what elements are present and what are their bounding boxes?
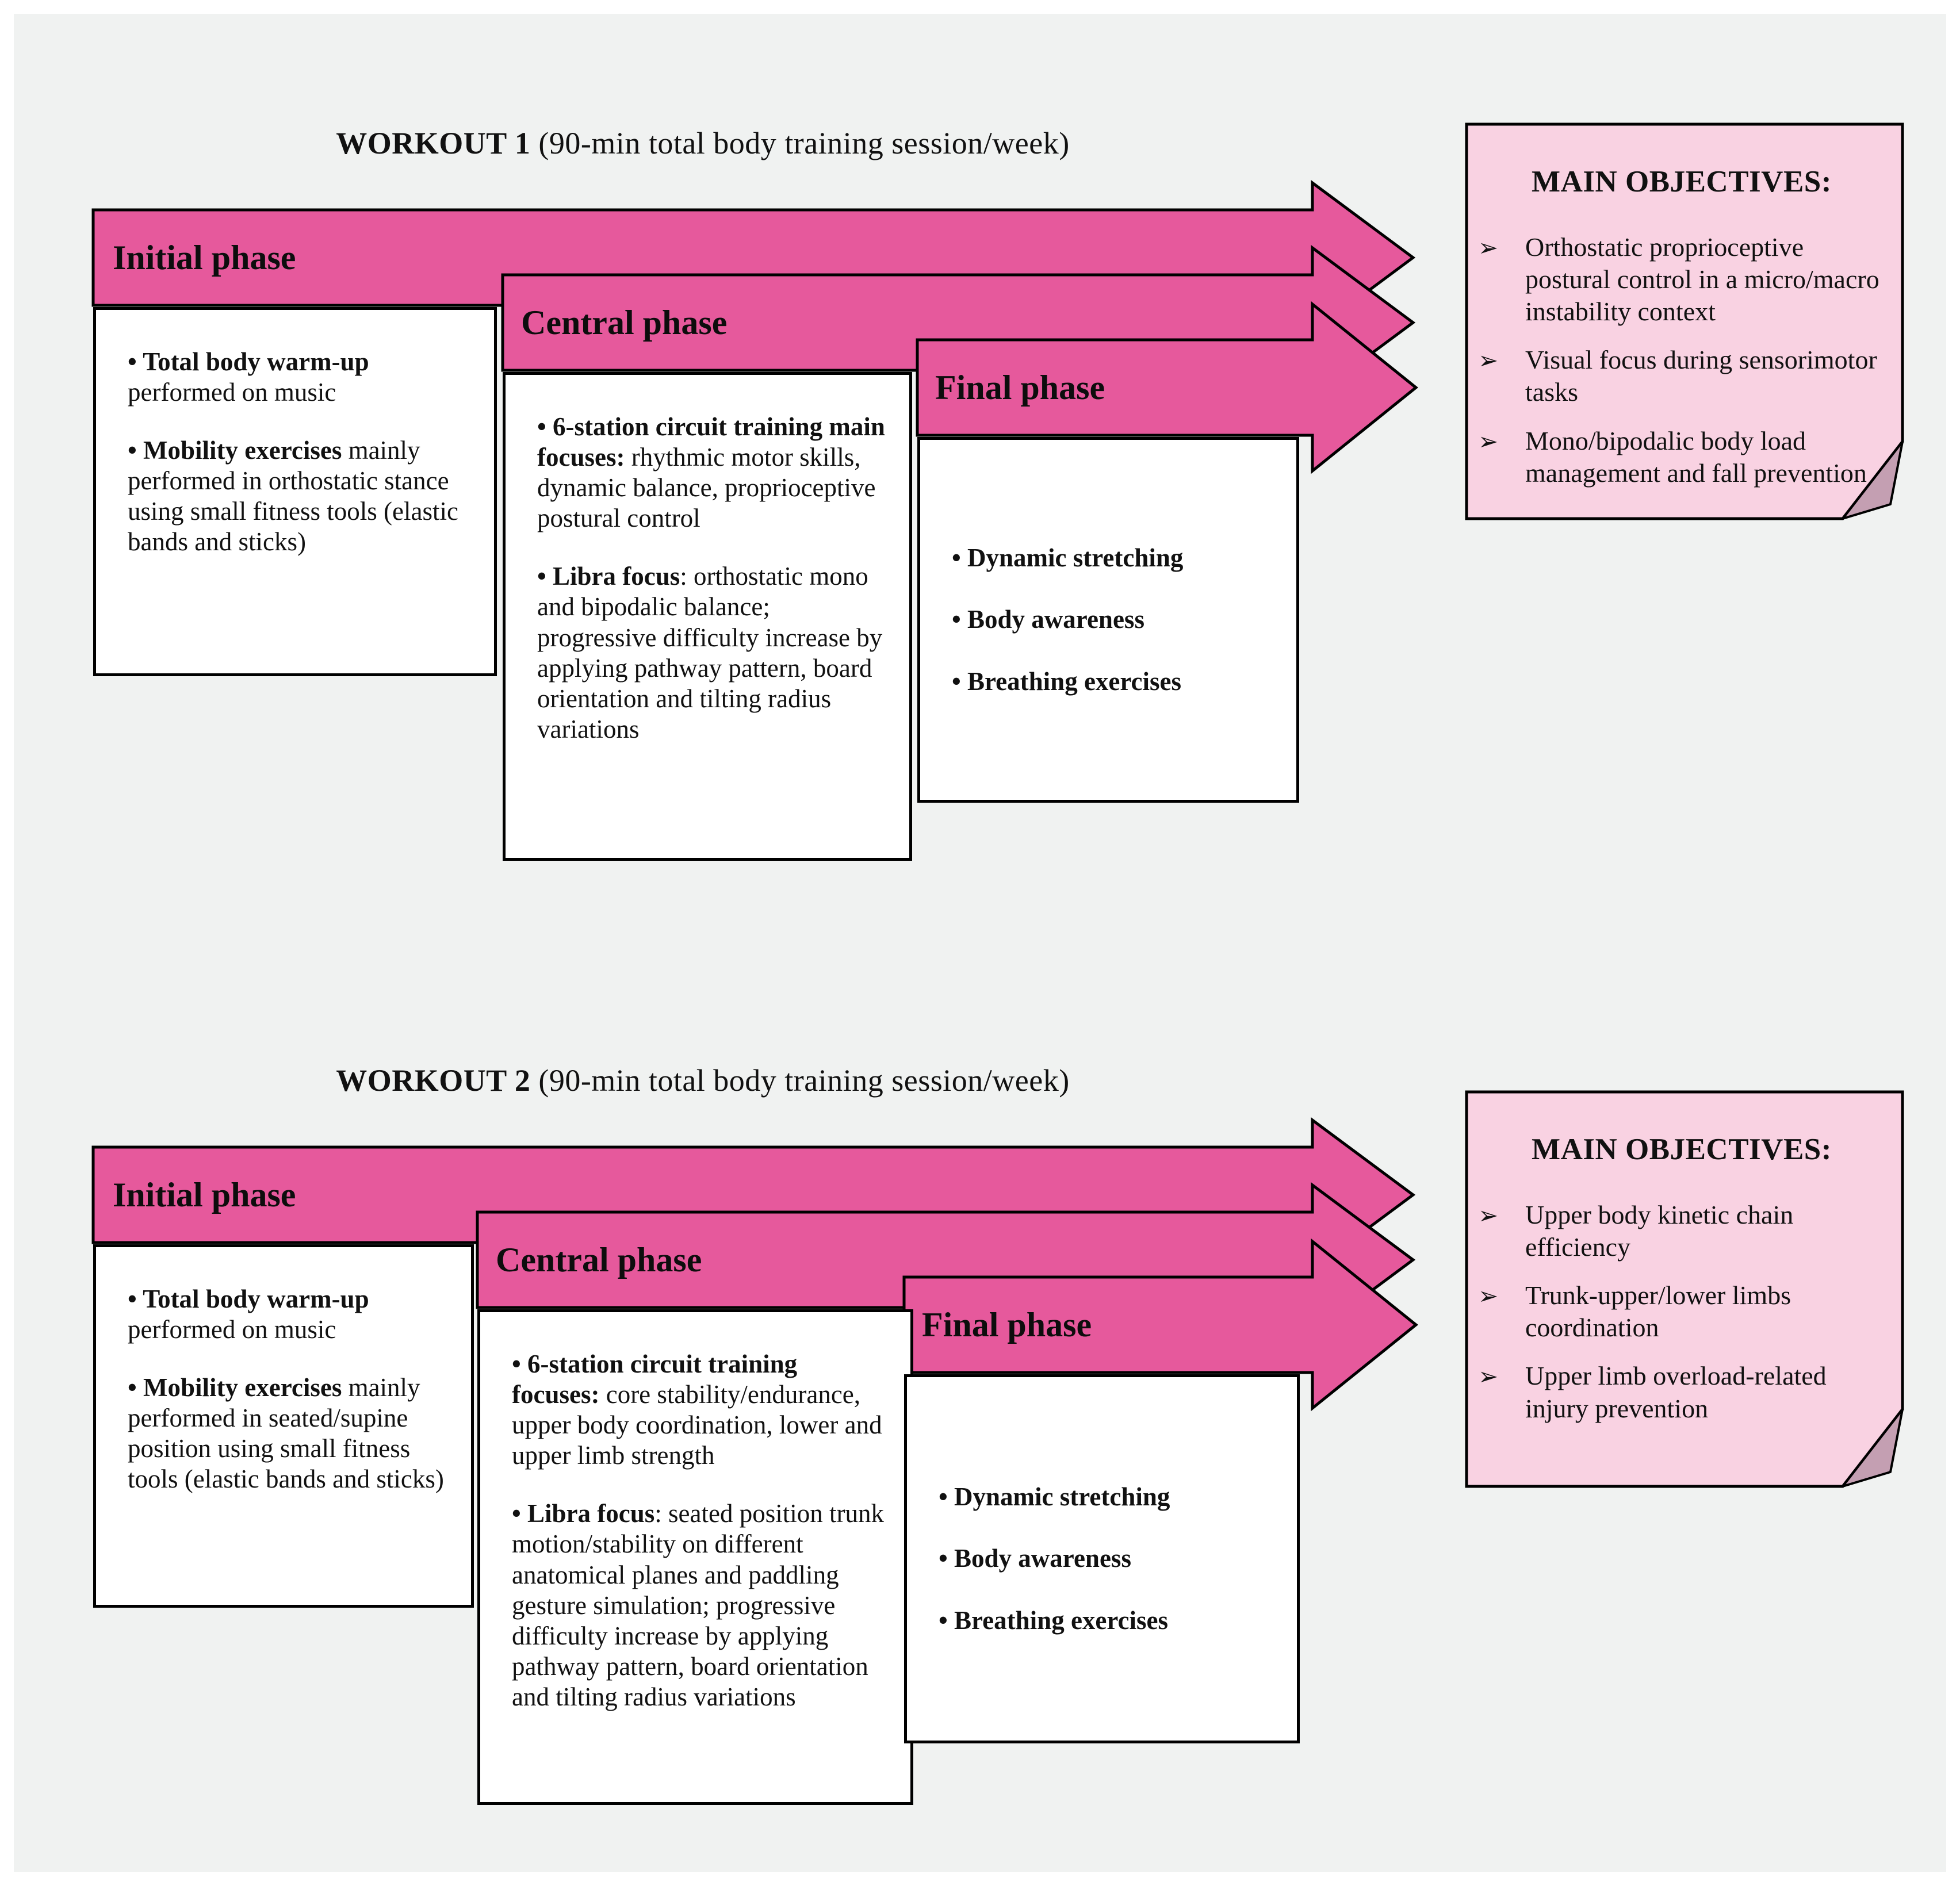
bullet-lead: • Mobility exercises — [128, 436, 342, 465]
bullet-lead: • 6-station circuit training focuses: — [512, 1350, 798, 1409]
arrow-bullet-icon: ➢ — [1478, 1282, 1499, 1310]
bullet-rest: performed on music — [128, 1315, 336, 1344]
workout1-initial-phase-box: • Total body warm-up performed on music … — [93, 307, 497, 676]
objective-item: ➢ Mono/bipodalic body load management and… — [1478, 425, 1885, 489]
workout2-final-phase-label: Final phase — [922, 1305, 1092, 1344]
workout2-central-phase-box: • 6-station circuit training focuses: co… — [477, 1309, 913, 1805]
workout1-objectives-note: MAIN OBJECTIVES: ➢ Orthostatic propriocep… — [1464, 122, 1905, 521]
bullet-rest: performed on music — [128, 378, 336, 407]
workout-2-title-tail: (90-min total body training session/week… — [530, 1063, 1070, 1098]
arrow-bullet-icon: ➢ — [1478, 427, 1499, 455]
workout-2-title: WORKOUT 2 (90-min total body training se… — [93, 1063, 1312, 1098]
bullet-rest: mainly performed in seated/supine positi… — [128, 1373, 444, 1494]
workout2-initial-phase-box: • Total body warm-up performed on music … — [93, 1244, 474, 1608]
objectives-content: MAIN OBJECTIVES: ➢ Orthostatic propriocep… — [1464, 122, 1905, 521]
objectives-content: MAIN OBJECTIVES: ➢ Upper body kinetic cha… — [1464, 1090, 1905, 1489]
bullet-item: • Body awareness — [952, 605, 1144, 634]
bullet-item: • Body awareness — [939, 1544, 1131, 1573]
bullet-rest: : orthostatic mono and bipodalic balance… — [537, 562, 883, 743]
arrow-bullet-icon: ➢ — [1478, 346, 1499, 375]
workout-1-title-bold: WORKOUT 1 — [336, 126, 531, 160]
bullet-item: • 6-station circuit training focuses: co… — [512, 1349, 889, 1471]
sticky-note-shape — [1465, 122, 1904, 520]
sticky-note-shape — [1465, 1090, 1904, 1488]
workout1-final-phase-arrow — [916, 301, 1418, 474]
workout2-final-phase-arrow — [902, 1238, 1418, 1412]
objective-item: ➢ Upper limb overload-related injury prev… — [1478, 1360, 1885, 1424]
objective-text: Visual focus during sensorimotor tasks — [1525, 345, 1877, 407]
arrow-bullet-icon: ➢ — [1478, 1362, 1499, 1391]
workout2-objectives-note: MAIN OBJECTIVES: ➢ Upper body kinetic cha… — [1464, 1090, 1905, 1489]
folded-corner-icon — [1842, 1408, 1904, 1488]
objectives-title: MAIN OBJECTIVES: — [1532, 1133, 1832, 1166]
objective-item: ➢ Orthostatic proprioceptive postural con… — [1478, 231, 1885, 328]
objective-item: ➢ Trunk-upper/lower limbs coordination — [1478, 1279, 1885, 1344]
bullet-lead: • 6-station circuit training main focuse… — [537, 412, 885, 472]
bullet-item: • Dynamic stretching — [939, 1482, 1170, 1512]
bullet-rest: mainly performed in orthostatic stance u… — [128, 436, 458, 557]
objective-text: Trunk-upper/lower limbs coordination — [1525, 1281, 1791, 1343]
workout2-central-phase-label: Central phase — [496, 1240, 702, 1279]
objective-text: Mono/bipodalic body load management and … — [1525, 425, 1867, 488]
bullet-item: • Dynamic stretching — [952, 543, 1184, 573]
workout2-final-phase-box: • Dynamic stretching • Body awareness • … — [904, 1374, 1300, 1743]
folded-corner-icon — [1842, 440, 1904, 520]
arrow-bullet-icon: ➢ — [1478, 1201, 1499, 1229]
workout1-central-phase-box: • 6-station circuit training main focuse… — [503, 372, 912, 861]
objective-item: ➢ Upper body kinetic chain efficiency — [1478, 1199, 1885, 1263]
workout-2-title-bold: WORKOUT 2 — [336, 1063, 531, 1098]
objective-text: Upper body kinetic chain efficiency — [1525, 1200, 1794, 1262]
bullet-item: • Total body warm-up performed on music — [128, 347, 472, 408]
workout2-initial-phase-label: Initial phase — [113, 1175, 296, 1214]
bullet-lead: • Libra focus — [512, 1499, 655, 1528]
bullet-item: • Breathing exercises — [939, 1605, 1169, 1635]
workout1-central-phase-label: Central phase — [521, 303, 728, 342]
objective-item: ➢ Visual focus during sensorimotor tasks — [1478, 344, 1885, 408]
workout-1-title: WORKOUT 1 (90-min total body training se… — [93, 125, 1312, 161]
bullet-item: • Mobility exercises mainly performed in… — [128, 435, 472, 557]
workout-1-title-tail: (90-min total body training session/week… — [530, 126, 1070, 160]
bullet-rest: rhythmic motor skills, dynamic balance, … — [537, 443, 876, 533]
bullet-item: • 6-station circuit training main focuse… — [537, 412, 887, 534]
workout1-final-phase-label: Final phase — [935, 368, 1105, 407]
objective-text: Orthostatic proprioceptive postural cont… — [1525, 232, 1879, 327]
bullet-lead: • Total body warm-up — [128, 347, 369, 376]
bullet-rest: core stability/endurance, upper body coo… — [512, 1380, 882, 1470]
bullet-rest: : seated position trunk motion/stability… — [512, 1499, 884, 1711]
arrow-bullet-icon: ➢ — [1478, 233, 1499, 262]
objective-text: Upper limb overload-related injury preve… — [1525, 1361, 1827, 1423]
bullet-item: • Total body warm-up performed on music — [128, 1284, 449, 1345]
workout1-initial-phase-label: Initial phase — [113, 238, 296, 277]
bullet-item: • Mobility exercises mainly performed in… — [128, 1373, 449, 1494]
bullet-item: • Breathing exercises — [952, 666, 1182, 696]
bullet-item: • Libra focus: orthostatic mono and bipo… — [537, 561, 887, 745]
bullet-item: • Libra focus: seated position trunk mot… — [512, 1498, 889, 1712]
workout1-final-phase-box: • Dynamic stretching • Body awareness • … — [917, 437, 1299, 803]
bullet-lead: • Total body warm-up — [128, 1285, 369, 1313]
bullet-lead: • Libra focus — [537, 562, 680, 591]
objectives-title: MAIN OBJECTIVES: — [1532, 165, 1832, 198]
bullet-lead: • Mobility exercises — [128, 1373, 342, 1402]
